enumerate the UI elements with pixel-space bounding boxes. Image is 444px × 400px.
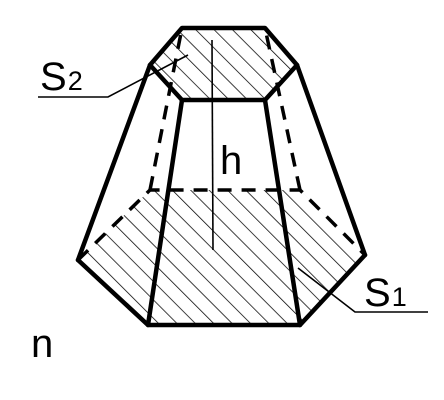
lateral-edge-3 bbox=[262, 97, 303, 328]
upper-base-label: S2 bbox=[40, 55, 83, 99]
upper-base-hatch bbox=[150, 28, 297, 100]
height-line bbox=[211, 39, 214, 251]
lower-base-hatch bbox=[78, 190, 365, 325]
lower-base-label: S1 bbox=[364, 271, 407, 315]
s1-leader-line bbox=[297, 267, 428, 313]
hidden-lateral-edge-left bbox=[148, 27, 184, 191]
hidden-back-edges-lower bbox=[76, 188, 367, 262]
hidden-lateral-edge-right bbox=[263, 27, 302, 191]
corner-label: n bbox=[31, 322, 53, 366]
lateral-edge-2 bbox=[145, 97, 185, 328]
lower-base-front-edges bbox=[75, 252, 368, 328]
s2-leader-line bbox=[38, 54, 189, 98]
lateral-edge-4 bbox=[294, 62, 368, 258]
lateral-edge-1 bbox=[75, 62, 153, 263]
height-label: h bbox=[220, 139, 242, 183]
